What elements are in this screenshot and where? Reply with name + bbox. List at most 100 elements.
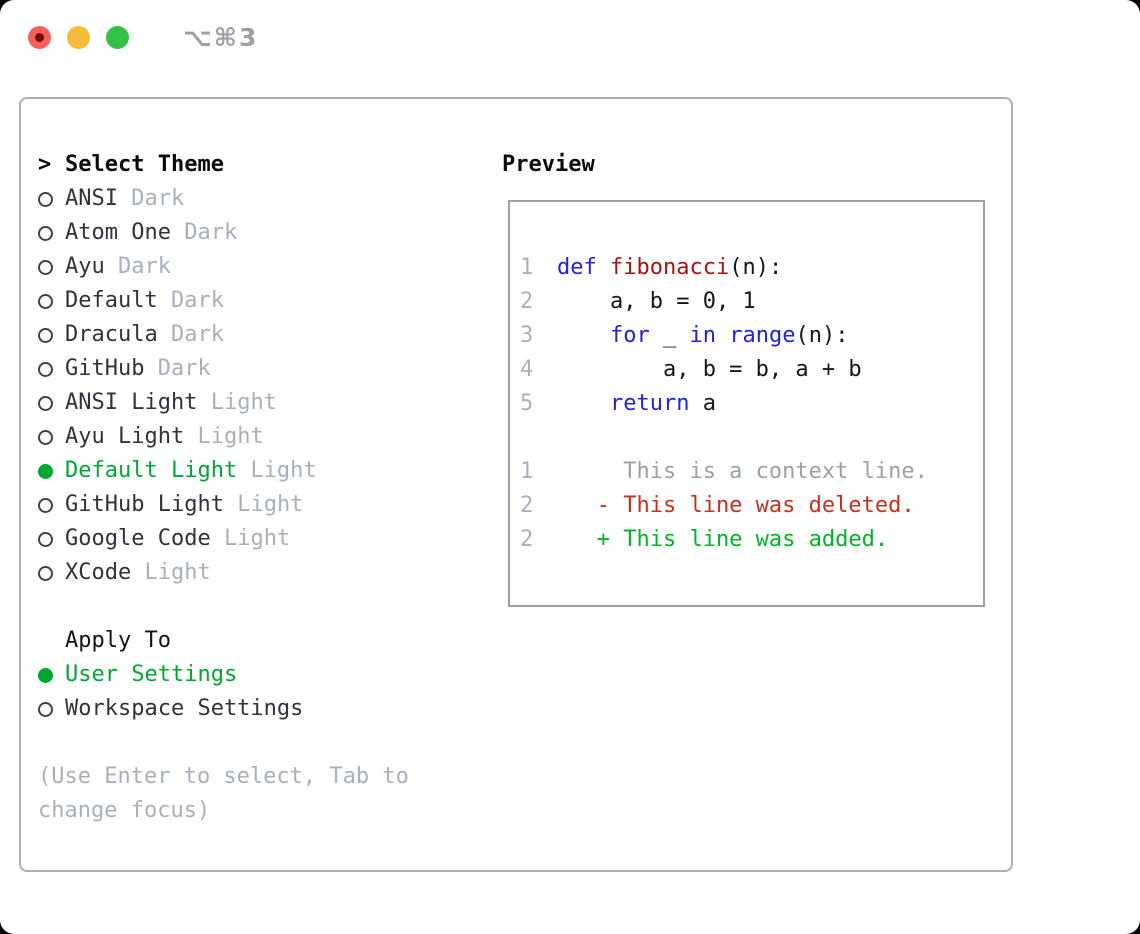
spacer xyxy=(38,726,478,760)
theme-variant-tag: Light xyxy=(197,424,264,449)
gap xyxy=(237,454,250,488)
theme-label: GitHub Light xyxy=(65,492,224,517)
code-segment: fibonacci xyxy=(609,255,730,280)
theme-variant-tag: Light xyxy=(223,526,291,551)
code-segment: a, b = b, a + b xyxy=(557,357,862,382)
radio-slot xyxy=(38,259,65,275)
radio-slot xyxy=(38,565,65,581)
radio-slot xyxy=(38,361,65,377)
theme-option[interactable]: ANSI Light Light xyxy=(38,386,478,420)
minimize-button[interactable] xyxy=(67,25,90,49)
gap xyxy=(197,386,210,420)
code-segment: This is a context line. xyxy=(557,459,928,484)
theme-option[interactable]: ANSI Dark xyxy=(38,182,478,216)
theme-variant-tag: Light xyxy=(210,390,277,415)
line-number: 4 xyxy=(520,357,534,382)
code-segment: a, b = 0, 1 xyxy=(557,289,756,314)
theme-label: Dracula xyxy=(65,322,158,347)
radio-slot xyxy=(38,667,65,683)
theme-label: Ayu Light xyxy=(65,424,185,449)
code-segment: in xyxy=(689,323,716,348)
theme-option[interactable]: Default Dark xyxy=(38,284,478,318)
theme-option[interactable]: Atom One Dark xyxy=(38,216,478,250)
theme-variant-tag: Light xyxy=(237,492,304,517)
radio-slot xyxy=(38,463,65,479)
code-line: 2 a, b = 0, 1 xyxy=(520,285,983,319)
theme-label: Default xyxy=(65,288,158,313)
line-number: 2 xyxy=(520,289,534,314)
radio-selected-icon xyxy=(38,667,53,683)
gap xyxy=(105,250,118,284)
zoom-button[interactable] xyxy=(106,25,129,49)
radio-selected-icon xyxy=(38,463,53,479)
radio-icon xyxy=(38,191,53,207)
gap xyxy=(224,488,237,522)
code-segment: a xyxy=(689,391,716,416)
theme-option[interactable]: Dracula Dark xyxy=(38,318,478,352)
theme-option[interactable]: Default Light Light xyxy=(38,454,478,488)
close-button[interactable] xyxy=(28,25,51,49)
apply-to-title: Apply To xyxy=(65,628,171,653)
code-line: 2 - This line was deleted. xyxy=(520,489,983,523)
code-segment xyxy=(716,323,729,348)
theme-option[interactable]: GitHub Light Light xyxy=(38,488,478,522)
code-segment xyxy=(557,323,610,348)
titlebar: ⌥⌘3 xyxy=(0,0,1140,74)
code-segment xyxy=(557,391,610,416)
gap xyxy=(184,420,197,454)
radio-slot xyxy=(38,225,65,241)
line-number: 3 xyxy=(520,323,534,348)
radio-slot xyxy=(38,327,65,343)
select-theme-header: > Select Theme xyxy=(38,148,478,182)
gap xyxy=(144,352,157,386)
theme-variant-tag: Dark xyxy=(118,254,171,279)
code-line xyxy=(520,421,983,455)
theme-variant-tag: Dark xyxy=(170,322,224,347)
theme-variant-tag: Dark xyxy=(170,288,224,313)
gap xyxy=(171,216,184,250)
theme-option[interactable]: Ayu Dark xyxy=(38,250,478,284)
theme-label: Google Code xyxy=(65,526,211,551)
close-dot-icon xyxy=(35,32,44,42)
theme-option[interactable]: GitHub Dark xyxy=(38,352,478,386)
select-theme-title: Select Theme xyxy=(65,152,224,177)
radio-icon xyxy=(38,327,53,343)
gap xyxy=(211,522,224,556)
apply-target-option[interactable]: Workspace Settings xyxy=(38,692,478,726)
radio-icon xyxy=(38,225,53,241)
radio-icon xyxy=(38,497,53,513)
code-segment: - This line was deleted. xyxy=(557,493,915,518)
theme-option[interactable]: Ayu Light Light xyxy=(38,420,478,454)
code-segment: _ xyxy=(649,323,690,348)
line-number: 2 xyxy=(520,527,534,552)
line-number: 1 xyxy=(520,459,534,484)
code-line: 2 + This line was added. xyxy=(520,523,983,557)
apply-target-option[interactable]: User Settings xyxy=(38,658,478,692)
radio-icon xyxy=(38,531,53,547)
code-line: 5 return a xyxy=(520,387,983,421)
code-segment: def xyxy=(557,255,610,280)
code-line: 4 a, b = b, a + b xyxy=(520,353,983,387)
radio-slot xyxy=(38,497,65,513)
theme-variant-tag: Dark xyxy=(157,356,211,381)
theme-label: Atom One xyxy=(65,220,171,245)
theme-option[interactable]: Google Code Light xyxy=(38,522,478,556)
gap xyxy=(131,556,144,590)
apply-target-label: User Settings xyxy=(65,662,238,687)
usage-hint: (Use Enter to select, Tab to change focu… xyxy=(38,764,409,823)
theme-label: Default Light xyxy=(65,458,238,483)
code-segment: range xyxy=(729,323,796,348)
theme-option[interactable]: XCode Light xyxy=(38,556,478,590)
code-segment: for xyxy=(609,323,650,348)
line-number: 1 xyxy=(520,255,534,280)
radio-slot xyxy=(38,191,65,207)
code-segment: + This line was added. xyxy=(557,527,889,552)
prompt-icon: > xyxy=(38,152,52,177)
theme-variant-tag: Light xyxy=(250,458,317,483)
